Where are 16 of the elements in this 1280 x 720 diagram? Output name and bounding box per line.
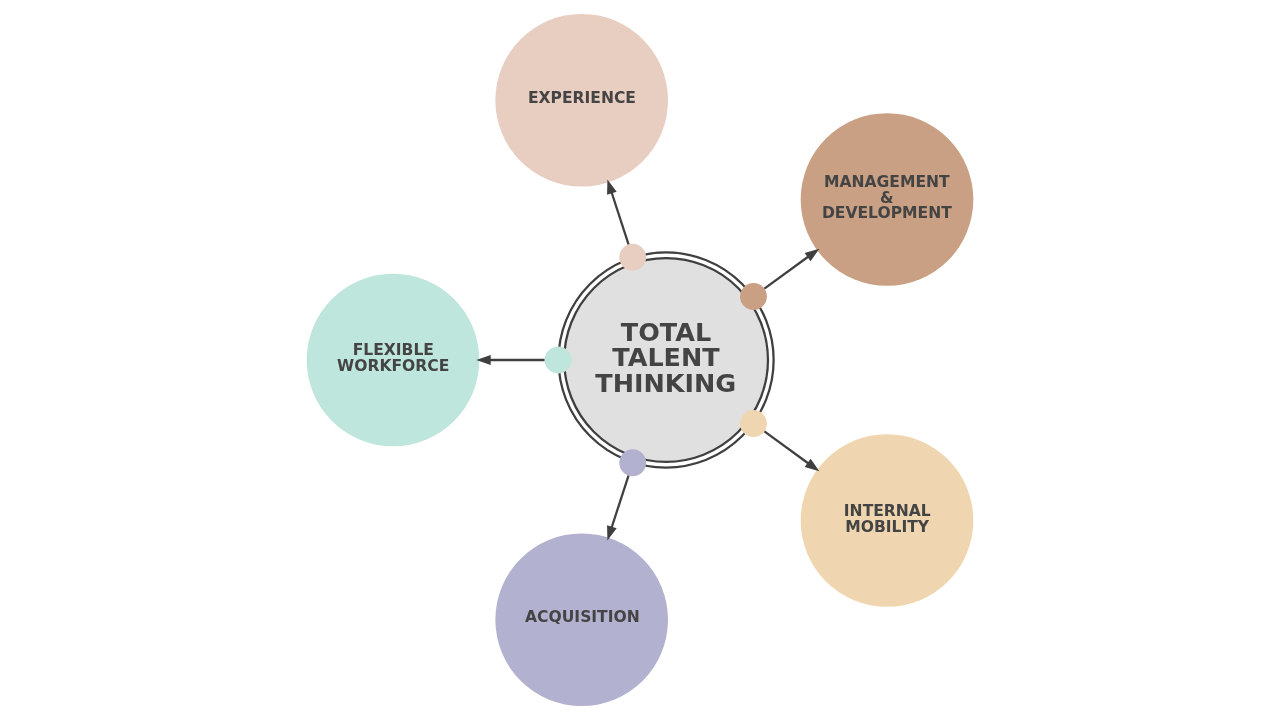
node-circle: ACQUISITION — [495, 533, 668, 707]
arrow — [763, 430, 820, 472]
node-circle — [619, 243, 647, 271]
node-circle: MANAGEMENT & DEVELOPMENT — [800, 113, 974, 286]
node-circle — [544, 346, 572, 374]
node-circle: EXPERIENCE — [495, 13, 668, 187]
node-circle: TOTAL TALENT THINKING — [557, 251, 775, 469]
node-circle — [740, 283, 767, 310]
node-circle: INTERNAL MOBILITY — [800, 434, 974, 607]
node-circle — [740, 410, 767, 437]
node-circle — [619, 449, 647, 477]
arrow — [763, 248, 820, 290]
arrow — [607, 179, 630, 245]
arrow — [476, 354, 545, 366]
arrow — [607, 475, 630, 541]
node-circle: FLEXIBLE WORKFORCE — [306, 273, 480, 447]
